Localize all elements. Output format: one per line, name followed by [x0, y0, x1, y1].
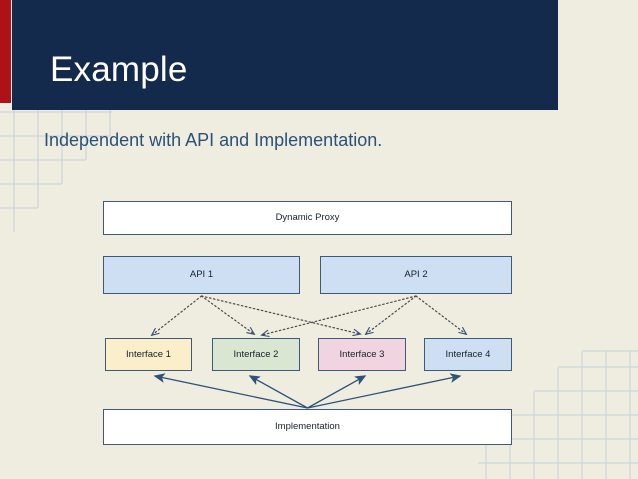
node-label: Interface 2 — [233, 348, 279, 360]
slide-subtitle: Independent with API and Implementation. — [44, 130, 383, 150]
accent-bar — [0, 0, 11, 103]
node-interface-2[interactable]: Interface 2 — [212, 338, 300, 371]
node-interface-4[interactable]: Interface 4 — [424, 338, 512, 371]
node-api-1[interactable]: API 1 — [103, 256, 300, 294]
page-title: Example — [50, 50, 188, 89]
title-banner: Example — [12, 0, 558, 110]
node-dynamic-proxy[interactable]: Dynamic Proxy — [103, 201, 512, 235]
node-label: Interface 1 — [126, 348, 171, 360]
node-interface-1[interactable]: Interface 1 — [105, 338, 192, 371]
node-label: Implementation — [275, 421, 340, 432]
node-label: Interface 4 — [445, 348, 491, 360]
node-api-2[interactable]: API 2 — [320, 256, 512, 294]
node-interface-3[interactable]: Interface 3 — [318, 338, 406, 371]
node-label: API 1 — [189, 269, 214, 280]
node-label: Dynamic Proxy — [275, 212, 340, 223]
node-implementation[interactable]: Implementation — [103, 409, 512, 445]
node-label: Interface 3 — [339, 348, 385, 360]
node-label: API 2 — [404, 269, 428, 280]
